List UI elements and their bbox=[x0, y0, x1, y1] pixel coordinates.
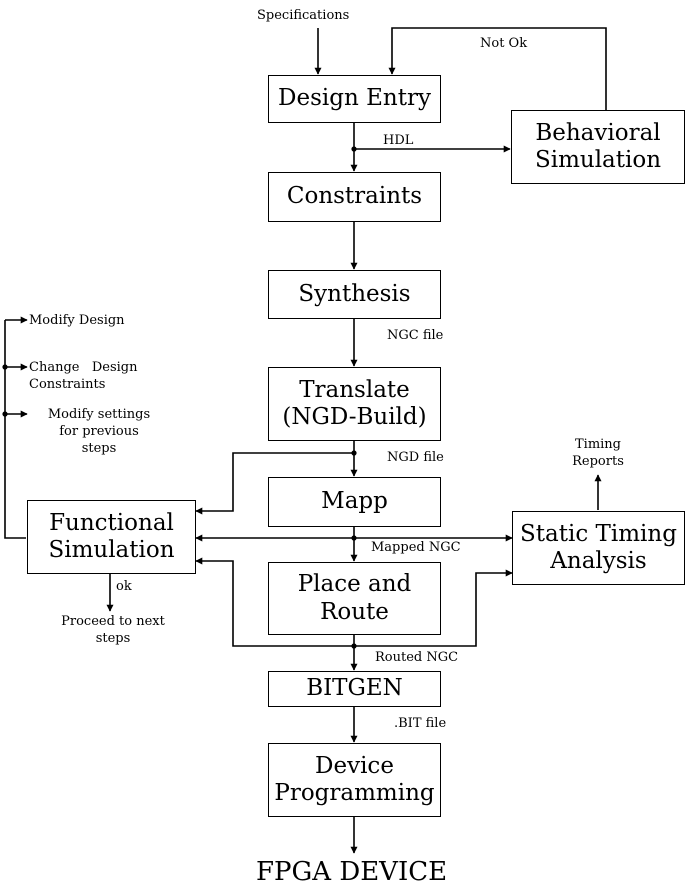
synthesis-label: Synthesis bbox=[298, 280, 411, 307]
static-timing-analysis-box: Static Timing Analysis bbox=[512, 511, 685, 585]
bitgen-box: BITGEN bbox=[268, 671, 441, 707]
constraints-label: Constraints bbox=[286, 183, 423, 210]
routed-ngc-label: Routed NGC bbox=[375, 650, 459, 665]
arrow-not-ok-feedback bbox=[388, 27, 607, 110]
synthesis-box: Synthesis bbox=[268, 270, 441, 319]
static-timing-analysis-label: Static Timing Analysis bbox=[520, 520, 677, 574]
translate-label: Translate (NGD-Build) bbox=[282, 376, 427, 430]
bit-file-label: .BIT file bbox=[394, 716, 447, 731]
fpga-device-title: FPGA DEVICE bbox=[256, 857, 448, 887]
place-and-route-box: Place and Route bbox=[268, 562, 441, 635]
specifications-label: Specifications bbox=[257, 8, 350, 23]
bitgen-label: BITGEN bbox=[306, 675, 403, 702]
functional-simulation-box: Functional Simulation bbox=[27, 500, 196, 574]
timing-reports-label: Timing Reports bbox=[572, 437, 624, 469]
mapp-label: Mapp bbox=[321, 488, 388, 515]
change-constraints-label: Change Design Constraints bbox=[29, 360, 138, 392]
junction-ngd bbox=[351, 450, 357, 456]
behavioral-simulation-label: Behavioral Simulation bbox=[534, 119, 662, 173]
behavioral-simulation-box: Behavioral Simulation bbox=[511, 110, 685, 184]
constraints-box: Constraints bbox=[268, 172, 441, 222]
junction-hdl bbox=[351, 146, 357, 152]
modify-settings-label: Modify settings for previous steps bbox=[47, 407, 151, 456]
arrow-routed-to-static-timing bbox=[354, 569, 513, 647]
mapped-ngc-label: Mapped NGC bbox=[371, 540, 461, 555]
junction-routed bbox=[351, 643, 357, 649]
arrow-ngd-to-functional bbox=[195, 452, 354, 515]
ngd-file-label: NGD file bbox=[387, 450, 444, 465]
device-programming-label: Device Programming bbox=[274, 752, 435, 806]
design-entry-label: Design Entry bbox=[278, 85, 431, 112]
functional-simulation-label: Functional Simulation bbox=[48, 509, 175, 563]
mapp-box: Mapp bbox=[268, 477, 441, 527]
design-entry-box: Design Entry bbox=[268, 75, 441, 123]
translate-box: Translate (NGD-Build) bbox=[268, 367, 441, 441]
arrow-routed-to-functional bbox=[195, 557, 354, 647]
not-ok-label: Not Ok bbox=[480, 36, 528, 51]
ok-label: ok bbox=[116, 579, 132, 594]
modify-design-label: Modify Design bbox=[29, 313, 125, 328]
feedback-bus-left bbox=[4, 320, 26, 539]
device-programming-box: Device Programming bbox=[268, 743, 441, 817]
junction-modify-settings bbox=[2, 411, 8, 417]
hdl-label: HDL bbox=[383, 133, 414, 148]
junction-mapped bbox=[351, 535, 357, 541]
junction-change-constraints bbox=[2, 364, 8, 370]
ngc-file-label: NGC file bbox=[387, 328, 444, 343]
place-and-route-label: Place and Route bbox=[297, 571, 412, 625]
proceed-label: Proceed to next steps bbox=[61, 614, 165, 646]
